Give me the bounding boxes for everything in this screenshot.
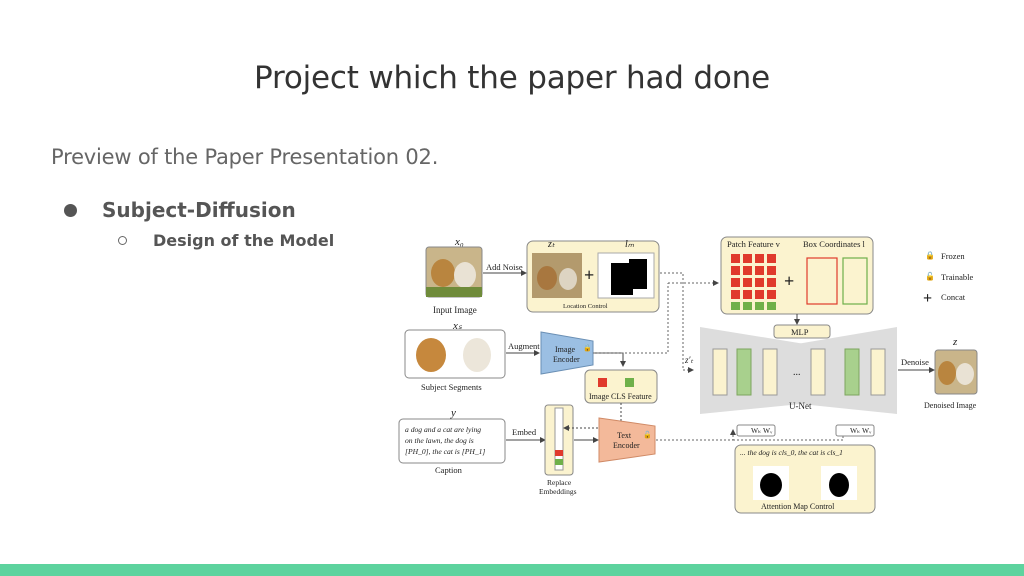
replace-embeddings-label-2: Embeddings xyxy=(539,487,577,496)
y-label: y xyxy=(450,407,456,419)
sub-bullet-item: Design of the Model xyxy=(118,231,334,250)
frozen-lock-icon: 🔒 xyxy=(583,344,592,352)
concat-plus-icon-2: + xyxy=(784,271,794,291)
legend-frozen: Frozen xyxy=(941,251,965,261)
bullet-ring-icon xyxy=(118,236,127,245)
unet-encoder-shape xyxy=(700,327,811,414)
patch-feature-label: Patch Feature v xyxy=(727,239,781,249)
x0-label: x₀ xyxy=(454,236,464,248)
box-coordinates-label: Box Coordinates l xyxy=(803,239,865,249)
zt-prime-label: z′ₜ xyxy=(684,355,693,365)
text-encoder-label-1: Text xyxy=(617,431,632,440)
unet-ellipsis: ... xyxy=(793,367,801,378)
caption-label: Caption xyxy=(435,465,463,475)
caption-line-3: [PH_0], the cat is [PH_1] xyxy=(405,447,485,456)
caption-line-2: on the lawn, the dog is xyxy=(405,436,474,445)
lm-label: lₘ xyxy=(625,239,635,250)
attention-caption: ... the dog is cls_0, the cat is cls_1 xyxy=(740,448,843,457)
zt-label: zₜ xyxy=(547,239,556,250)
trainable-legend-icon: 🔓 xyxy=(925,271,935,281)
image-encoder xyxy=(540,331,594,375)
unet-label: U-Net xyxy=(789,401,812,411)
concat-legend-icon: + xyxy=(923,290,932,307)
subject-segments-label: Subject Segments xyxy=(421,382,482,392)
input-image-label: Input Image xyxy=(433,305,477,315)
frozen-legend-icon: 🔒 xyxy=(925,251,935,260)
wk-wv-label-2: Wₖ Wᵥ xyxy=(850,426,872,435)
z-label: z xyxy=(952,336,958,348)
image-encoder-label-1: Image xyxy=(555,345,575,354)
add-noise-label: Add Noise xyxy=(486,262,523,272)
legend-trainable: Trainable xyxy=(941,272,973,282)
mlp-label: MLP xyxy=(791,327,809,337)
denoise-label: Denoise xyxy=(901,357,929,367)
image-cls-feature-label: Image CLS Feature xyxy=(589,392,652,401)
bullet-text: Subject-Diffusion xyxy=(102,198,296,222)
denoised-image-label: Denoised Image xyxy=(924,401,977,410)
concat-plus-icon: + xyxy=(584,265,594,285)
augment-label: Augment xyxy=(508,341,540,351)
mlp-box xyxy=(773,324,831,339)
replace-embeddings-label-1: Replace xyxy=(547,478,572,487)
bottom-accent-bar xyxy=(0,564,1024,576)
cat-mask-icon xyxy=(829,473,849,497)
patch-feature-grid xyxy=(731,254,776,310)
trainable-lock-icon: 🔓 xyxy=(643,430,652,439)
wk-wv-label-1: Wₖ Wᵥ xyxy=(751,426,773,435)
dog-figure-icon xyxy=(431,259,455,287)
text-encoder xyxy=(598,417,656,463)
slide-title: Project which the paper had done xyxy=(254,60,770,96)
attention-map-control-label: Attention Map Control xyxy=(761,502,835,511)
cat-figure-icon xyxy=(454,262,476,288)
bullet-dot-icon xyxy=(64,203,77,217)
text-encoder-label-2: Encoder xyxy=(613,441,640,450)
model-architecture-diagram: x₀ Input Image Add Noise zₜ lₘ + Locatio… xyxy=(398,236,978,514)
sub-bullet-text: Design of the Model xyxy=(153,231,335,250)
legend-concat: Concat xyxy=(941,292,966,302)
caption-line-1: a dog and a cat are lying xyxy=(405,425,481,434)
slide-subtitle: Preview of the Paper Presentation 02. xyxy=(51,145,439,169)
image-encoder-label-2: Encoder xyxy=(553,355,580,364)
xs-label: xₛ xyxy=(452,320,463,332)
caption-box xyxy=(398,418,506,464)
dog-mask-icon xyxy=(760,473,782,497)
bullet-item: Subject-Diffusion xyxy=(64,198,296,222)
location-control-label: Location Control xyxy=(563,303,608,310)
embed-label: Embed xyxy=(512,427,537,437)
